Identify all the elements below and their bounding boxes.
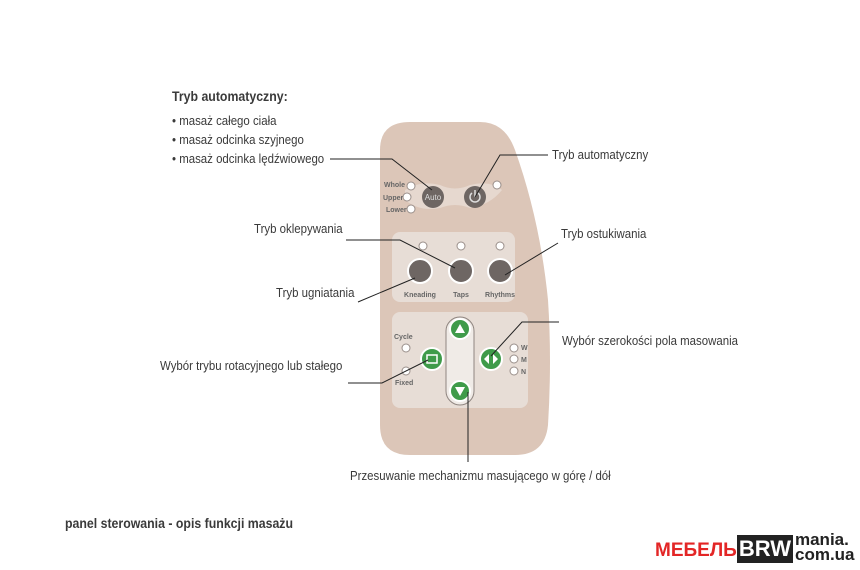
label-auto-mode: Tryb automatyczny xyxy=(552,147,649,162)
label-move: Przesuwanie mechanizmu masującego w górę… xyxy=(350,468,611,483)
label-rhythms: Tryb ostukiwania xyxy=(561,226,647,241)
svg-text:N: N xyxy=(521,369,526,376)
bullet-item: • masaż całego ciała xyxy=(172,113,277,128)
bullet-item: • masaż odcinka szyjnego xyxy=(172,132,304,147)
width-button[interactable] xyxy=(479,347,503,371)
svg-text:W: W xyxy=(521,345,528,352)
svg-text:Lower: Lower xyxy=(386,207,407,214)
label-rotation: Wybór trybu rotacyjnego lub stałego xyxy=(160,358,343,373)
svg-text:Upper: Upper xyxy=(383,195,404,202)
auto-title: Tryb automatyczny: xyxy=(172,88,288,104)
svg-text:Taps: Taps xyxy=(453,292,469,299)
cycle-fixed-button[interactable] xyxy=(420,347,444,371)
svg-text:Cycle: Cycle xyxy=(394,334,413,341)
leader-lines xyxy=(330,154,559,462)
power-icon xyxy=(469,190,481,203)
kneading-button[interactable] xyxy=(407,258,433,284)
label-width: Wybór szerokości pola masowania xyxy=(562,333,739,348)
rhythms-button[interactable] xyxy=(487,258,513,284)
label-kneading: Tryb ugniatania xyxy=(276,285,355,300)
taps-button[interactable] xyxy=(448,258,474,284)
svg-text:Auto: Auto xyxy=(425,193,442,202)
caption: panel sterowania - opis funkcji masażu xyxy=(65,515,293,531)
svg-text:Whole: Whole xyxy=(384,182,405,189)
svg-text:Kneading: Kneading xyxy=(404,292,436,299)
label-taps: Tryb oklepywania xyxy=(254,221,343,236)
brand-logo: МЕБЕЛЬ BRW mania.com.ua xyxy=(655,530,855,564)
svg-text:Fixed: Fixed xyxy=(395,380,413,387)
bullet-item: • masaż odcinka lędźwiowego xyxy=(172,151,325,166)
svg-text:M: M xyxy=(521,357,527,364)
svg-text:Rhythms: Rhythms xyxy=(485,292,515,299)
auto-button[interactable]: Auto xyxy=(422,186,444,208)
